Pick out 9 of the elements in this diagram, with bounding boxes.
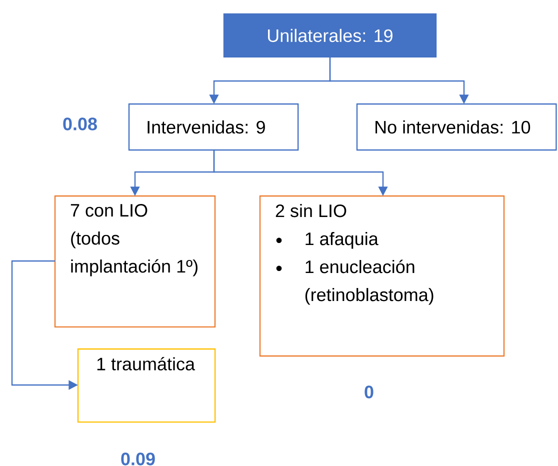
category-box: Intervenidas: 9 xyxy=(128,103,299,151)
probability-value: 0.09 xyxy=(121,452,155,466)
header-box: Unilaterales: 19 xyxy=(223,13,437,58)
probability-value: 0.08 xyxy=(63,118,97,130)
category-box: No intervenidas: 10 xyxy=(356,103,557,151)
group-box: 2 sin LIO 1 afaquia 1 enucleación (retinoblastoma) xyxy=(259,195,505,357)
group-box: 7 con LIO (todos implantación 1º) xyxy=(54,195,216,328)
subgroup-box: 1 traumática xyxy=(77,348,216,423)
probability-value: 0 xyxy=(364,386,374,398)
